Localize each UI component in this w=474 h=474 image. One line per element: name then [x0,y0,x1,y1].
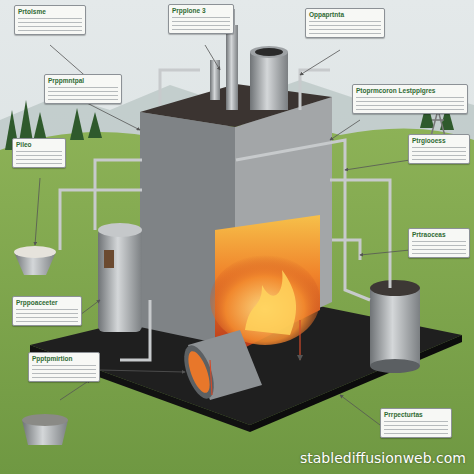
callout-body-lines [16,309,78,323]
callout-heading: Prrpecturtas [384,411,448,419]
feed-bowl [14,246,56,275]
callout-body-lines [309,21,381,35]
callout-heading: Prtraoceas [412,231,466,239]
callout-heading: Ptoprmcoron Lestpplgres [356,87,464,95]
callout-heading: Pileo [16,141,62,149]
storage-tank [98,223,142,332]
collection-barrel [370,280,420,373]
callout-box: Prppoaceeter [12,296,82,326]
callout-box: Prtolsme [14,5,86,35]
callout-box: Prtraoceas [408,228,470,258]
callout-box: Oppaprtnta [305,8,385,38]
flames [210,255,320,345]
callout-heading: Ppptpmirtion [32,355,96,363]
callout-box: Prppmntpal [44,74,122,104]
feed-tube [178,330,262,402]
callout-heading: Prppoaceeter [16,299,78,307]
callout-heading: Prtolsme [18,8,82,16]
callout-body-lines [18,18,82,32]
callout-box: Prpplone 3 [168,4,234,34]
callout-body-lines [384,421,448,435]
flow-arrows [210,320,300,395]
callout-body-lines [412,241,466,255]
callout-body-lines [412,147,466,161]
callout-heading: Oppaprtnta [309,11,381,19]
callout-box: Prrpecturtas [380,408,452,438]
callout-box: Ppptpmirtion [28,352,100,382]
callout-heading: Prpplone 3 [172,7,230,15]
callout-body-lines [172,17,230,31]
callout-box: Ptoprmcoron Lestpplgres [352,84,468,114]
ash-bowl [22,414,68,445]
callout-body-lines [32,365,96,379]
callout-heading: Prppmntpal [48,77,118,85]
callout-body-lines [16,151,62,165]
callout-box: Ptrgiooess [408,134,470,164]
callout-box: Pileo [12,138,66,168]
watermark: stablediffusionweb.com [300,450,466,466]
pipework [60,70,390,360]
callout-body-lines [356,97,464,111]
callout-body-lines [48,87,118,101]
callout-heading: Ptrgiooess [412,137,466,145]
